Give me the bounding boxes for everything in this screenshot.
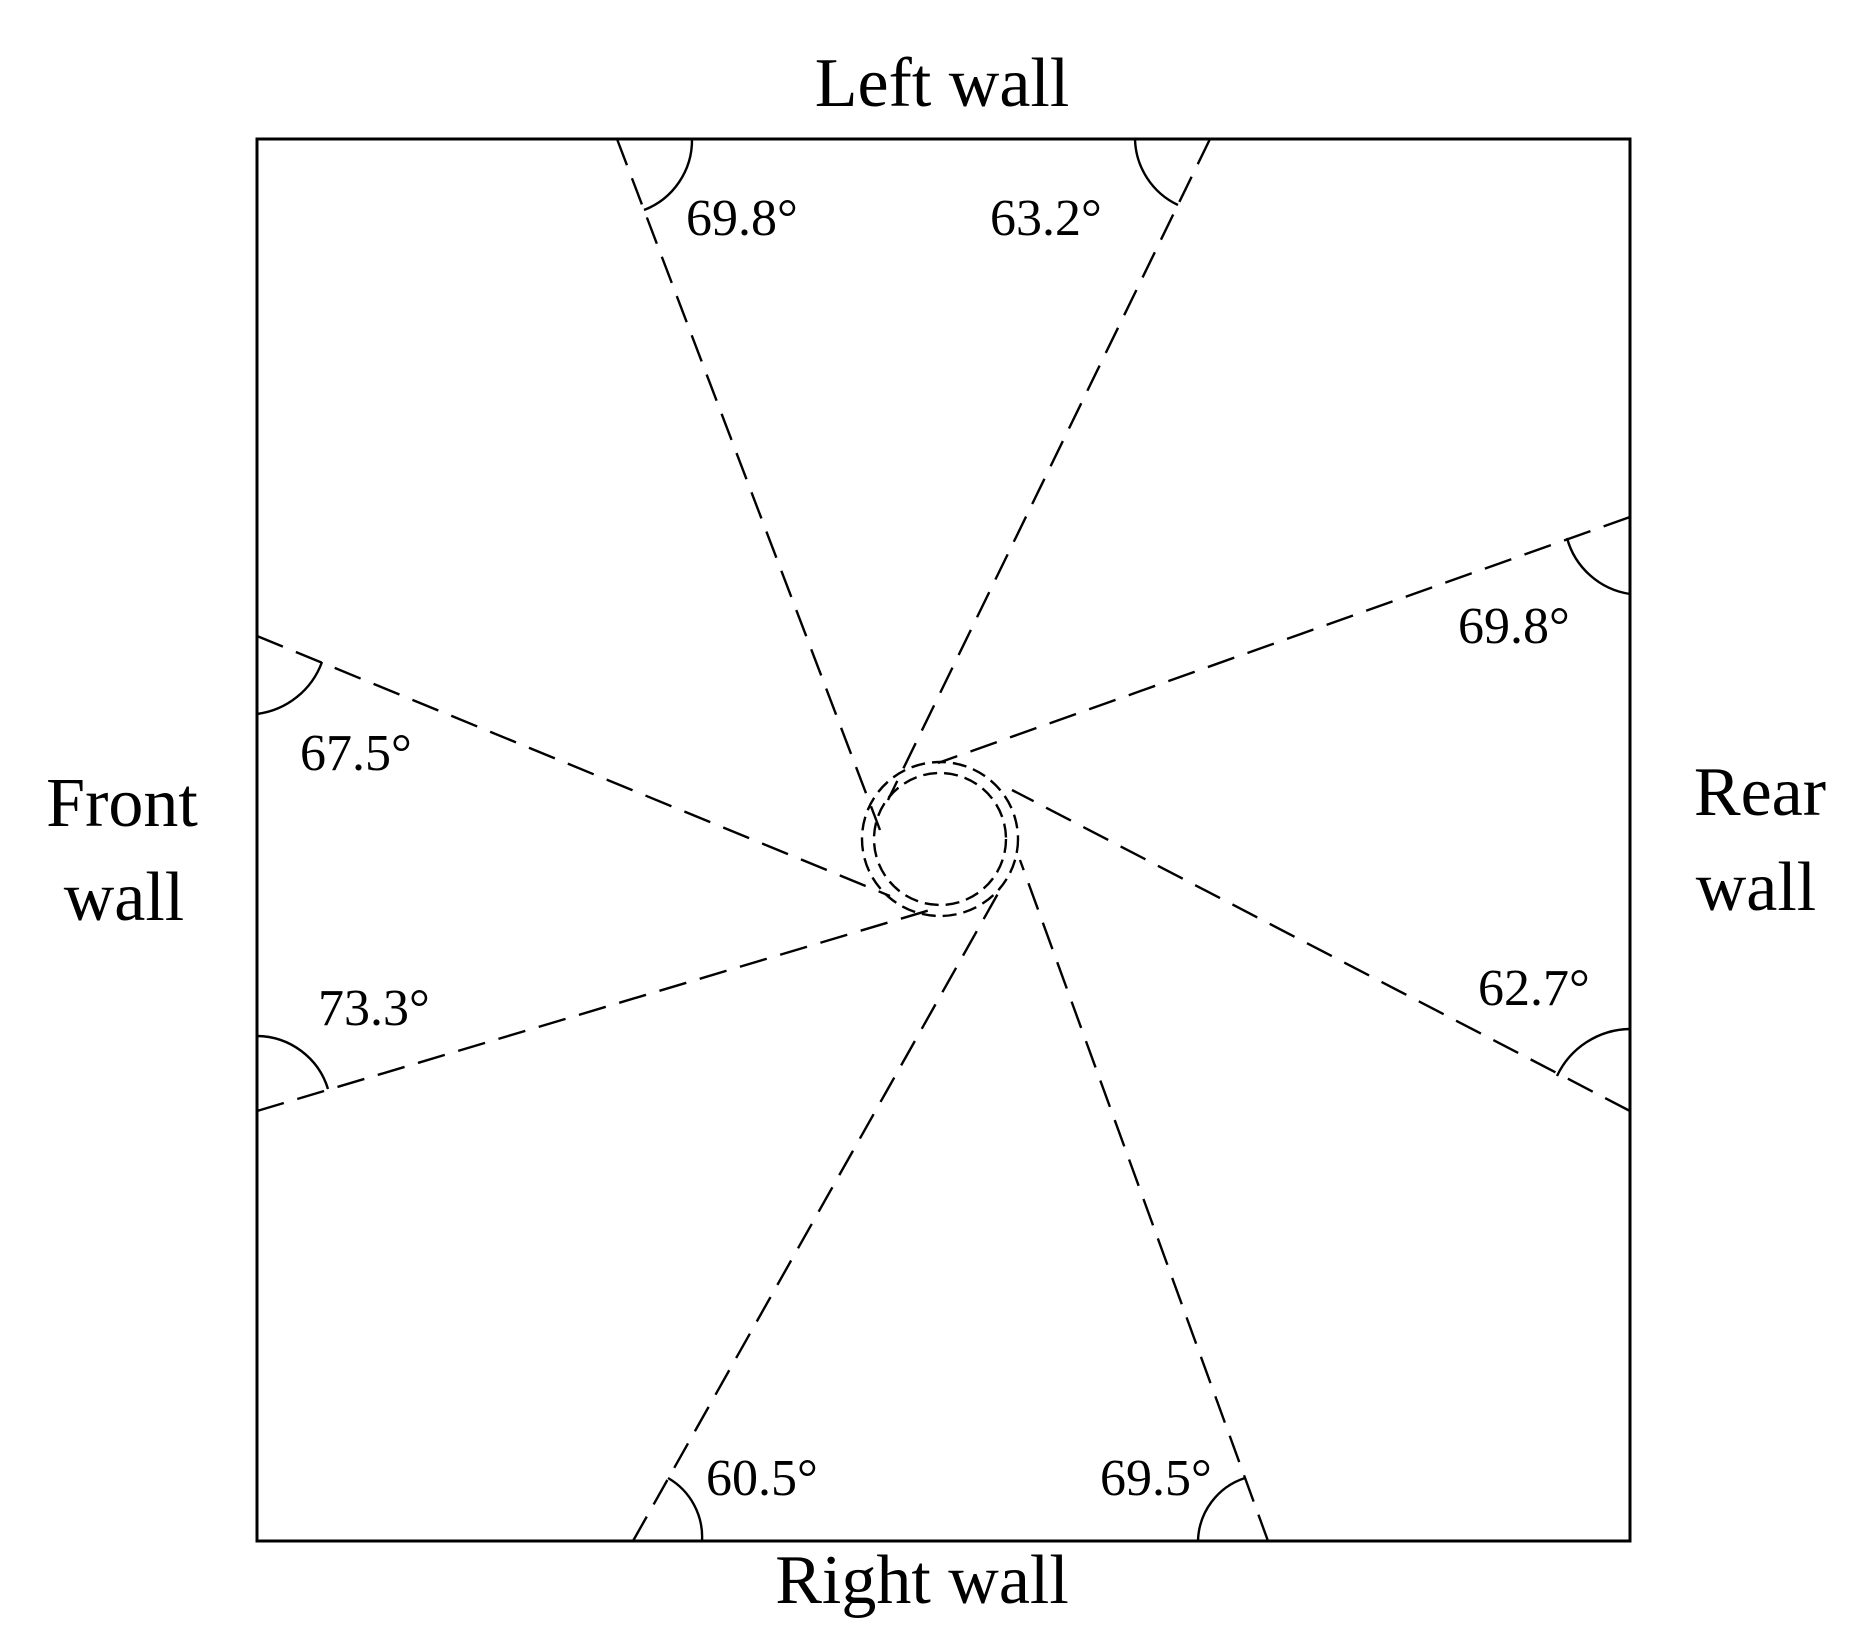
arc-front-wall-a: [256, 1034, 330, 1090]
right-wall-label: Right wall: [775, 1542, 1069, 1619]
ray-right-wall-b: [631, 889, 1002, 1542]
arc-front-wall-b: [256, 661, 324, 716]
arc-left-wall-b: [1133, 138, 1179, 207]
angle-label-front-wall-a: 73.3°: [318, 980, 430, 1037]
ray-group: [256, 138, 1631, 1542]
rear-wall-label-line1: Rear: [1694, 754, 1826, 831]
arc-rear-wall-a: [1565, 537, 1631, 596]
angle-label-left-wall-b: 63.2°: [990, 190, 1102, 247]
ray-right-wall-a: [1018, 859, 1270, 1542]
rear-wall-label-line2: wall: [1696, 849, 1817, 926]
angle-label-front-wall-b: 67.5°: [300, 725, 412, 782]
arc-rear-wall-b: [1555, 1027, 1631, 1077]
arc-right-wall-b: [667, 1476, 704, 1542]
ray-left-wall-b: [886, 138, 1212, 801]
angle-label-left-wall-a: 69.8°: [686, 190, 798, 247]
front-wall-label-line1: Front: [46, 765, 198, 842]
arc-right-wall-a: [1196, 1476, 1246, 1542]
center-ring-outer: [860, 760, 1020, 918]
angle-label-rear-wall-b: 62.7°: [1478, 960, 1590, 1017]
angle-label-right-wall-b: 60.5°: [706, 1450, 818, 1507]
room-outline: [255, 137, 1632, 1543]
ray-front-wall-a: [256, 908, 931, 1113]
center-ring: [860, 760, 1020, 918]
center-ring-inner: [872, 771, 1008, 907]
front-wall-label-line2: wall: [64, 859, 185, 936]
left-wall-label: Left wall: [815, 45, 1070, 122]
angle-arc-group: [256, 138, 1631, 1542]
angle-label-rear-wall-a: 69.8°: [1458, 598, 1570, 655]
ray-rear-wall-b: [1011, 788, 1631, 1113]
arc-left-wall-a: [643, 138, 694, 212]
angle-label-right-wall-a: 69.5°: [1100, 1450, 1212, 1507]
ray-front-wall-b: [256, 634, 891, 898]
ray-rear-wall-a: [937, 515, 1631, 765]
